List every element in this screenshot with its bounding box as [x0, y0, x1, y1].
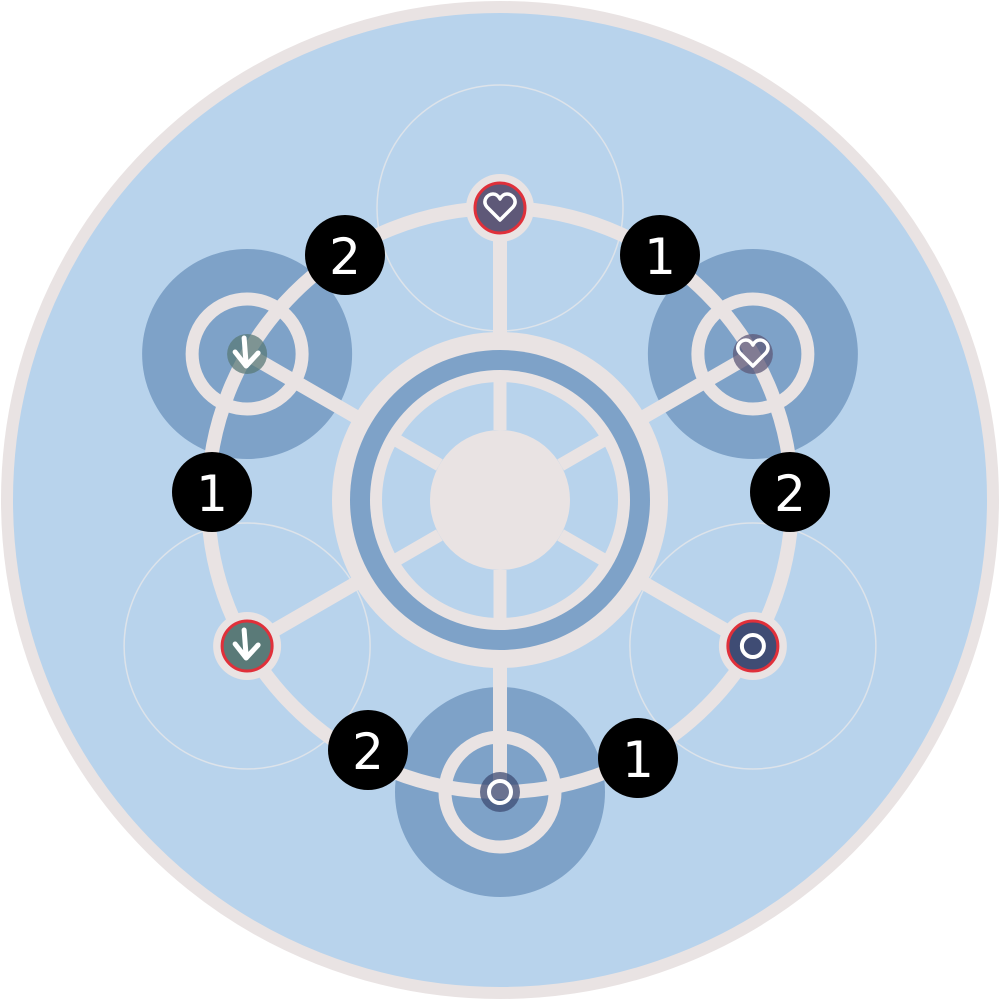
count-badge: 1	[620, 215, 700, 295]
zone-ring	[185, 292, 309, 416]
spoke	[243, 347, 365, 427]
zone-outline	[629, 522, 877, 770]
badge-label: 1	[622, 731, 654, 789]
badge-label: 2	[774, 465, 806, 523]
count-badge: 2	[305, 215, 385, 295]
hub-spoke	[389, 432, 443, 471]
count-badge: 1	[598, 718, 678, 798]
heart-icon	[483, 192, 517, 222]
hub-spoke	[389, 529, 443, 568]
zone-outline	[123, 522, 371, 770]
zone-ring	[691, 292, 815, 416]
center-hub[interactable]	[332, 332, 668, 668]
hub-spoke	[557, 432, 611, 471]
hub-spoke	[557, 529, 611, 568]
count-badge: 2	[750, 452, 830, 532]
circle-icon	[739, 633, 766, 659]
node-upper-left[interactable]	[227, 334, 268, 374]
node-lower-right[interactable]	[718, 612, 787, 680]
spoke	[635, 347, 757, 427]
circle-icon	[487, 779, 513, 805]
heart-icon	[736, 338, 770, 368]
count-badge: 1	[172, 452, 252, 532]
node-top[interactable]	[466, 174, 534, 242]
badge-label: 1	[196, 465, 228, 523]
badge-label: 2	[352, 723, 384, 781]
hub-center	[430, 430, 570, 570]
node-bottom[interactable]	[480, 772, 520, 812]
zone-ring	[438, 730, 562, 854]
node-lower-left[interactable]	[213, 612, 282, 680]
count-badge: 2	[328, 710, 408, 790]
badge-label: 2	[329, 228, 361, 286]
badge-label: 1	[644, 228, 676, 286]
arrow-down-icon	[232, 335, 261, 369]
arrow-down-icon	[232, 627, 261, 661]
node-upper-right[interactable]	[732, 334, 773, 374]
